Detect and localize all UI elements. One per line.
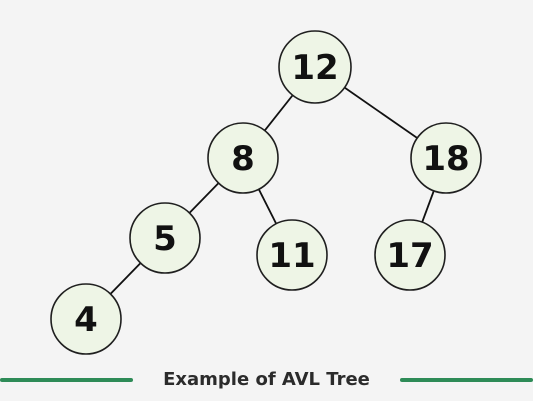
node-circle (256, 219, 328, 291)
node-label: 18 (422, 139, 469, 179)
tree-node-12: 12 (278, 30, 352, 104)
caption-rule-left (0, 378, 133, 382)
caption-rule-right (400, 378, 533, 382)
nodes-layer: 12 8 18 5 11 17 4 (50, 30, 482, 355)
node-circle (374, 219, 446, 291)
node-label: 17 (386, 236, 433, 276)
node-circle (129, 202, 201, 274)
tree-node-17: 17 (374, 219, 446, 291)
node-label: 8 (231, 139, 255, 179)
figure-caption: Example of AVL Tree (163, 369, 370, 390)
node-circle (207, 122, 279, 194)
node-circle (50, 283, 122, 355)
node-label: 4 (74, 300, 98, 340)
tree-node-18: 18 (410, 122, 482, 194)
caption-row: Example of AVL Tree (0, 366, 533, 394)
tree-node-11: 11 (256, 219, 328, 291)
node-label: 5 (153, 219, 177, 259)
node-label: 12 (291, 48, 338, 88)
node-circle (278, 30, 352, 104)
node-circle (410, 122, 482, 194)
node-label: 11 (268, 236, 315, 276)
tree-node-5: 5 (129, 202, 201, 274)
tree-node-8: 8 (207, 122, 279, 194)
tree-node-4: 4 (50, 283, 122, 355)
